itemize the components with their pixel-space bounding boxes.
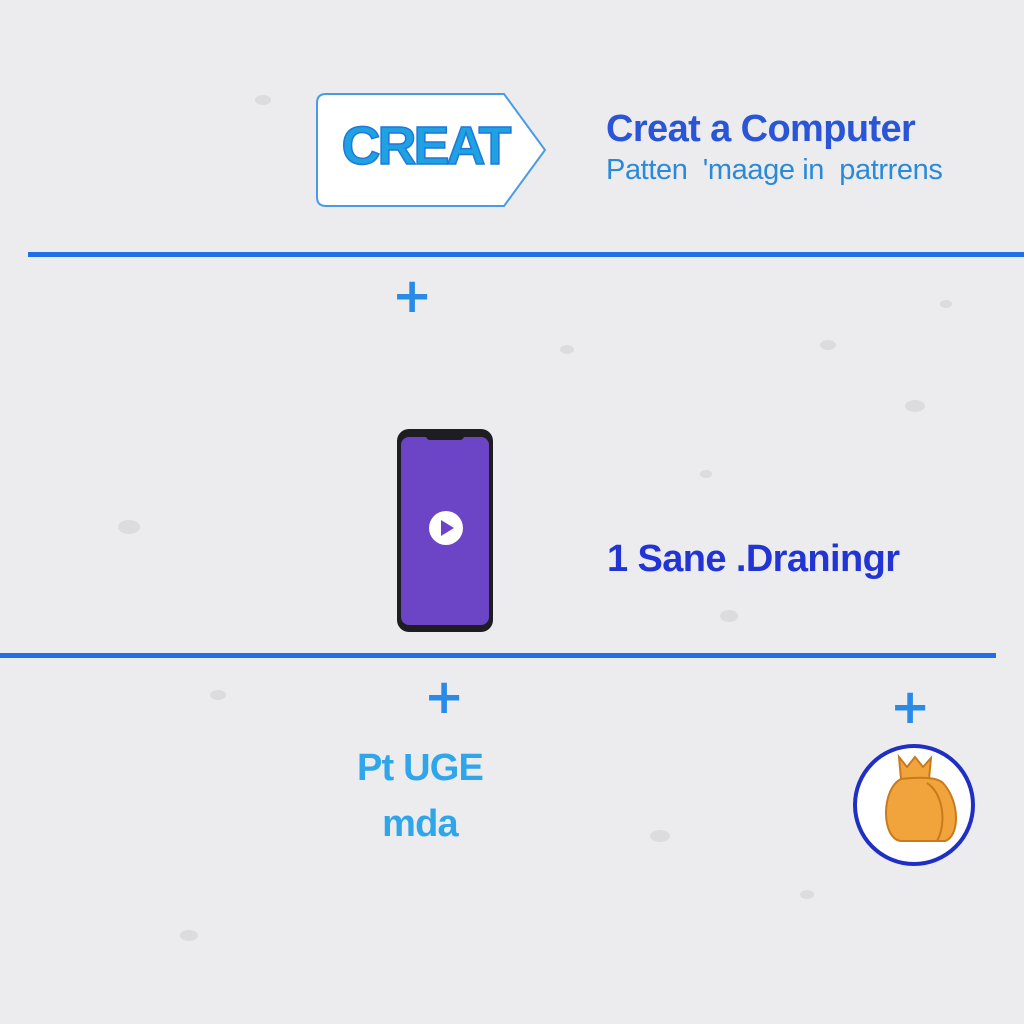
background-speck xyxy=(720,610,738,622)
background-speck xyxy=(560,345,574,354)
top-divider-line xyxy=(28,252,1024,257)
logo-text: CREAT xyxy=(341,115,513,177)
plus-icon[interactable]: + xyxy=(424,669,465,725)
header-title: Creat a Computer xyxy=(606,108,916,150)
media-label-line1: Pt UGE xyxy=(356,747,484,789)
media-label-line2: mda xyxy=(382,803,459,845)
plus-icon[interactable]: + xyxy=(392,268,433,324)
header-subtitle: Patten 'maage in patrrens xyxy=(606,154,943,186)
background-speck xyxy=(210,690,226,700)
middle-divider-line xyxy=(0,653,996,658)
background-speck xyxy=(650,830,670,842)
smartphone-play-icon xyxy=(396,428,494,633)
background-speck xyxy=(700,470,712,478)
background-speck xyxy=(180,930,198,941)
background-speck xyxy=(905,400,925,412)
media-label: Pt UGE mda xyxy=(336,740,504,852)
creat-logo-tag: CREAT xyxy=(316,93,548,207)
background-speck xyxy=(940,300,952,308)
drawing-label: 1 Sane .Draningr xyxy=(607,538,900,580)
background-speck xyxy=(255,95,271,105)
plus-icon[interactable]: + xyxy=(890,679,931,735)
background-speck xyxy=(118,520,140,534)
money-bag-icon xyxy=(851,743,977,867)
background-speck xyxy=(800,890,814,899)
background-speck xyxy=(820,340,836,350)
tag-shape xyxy=(316,93,547,207)
